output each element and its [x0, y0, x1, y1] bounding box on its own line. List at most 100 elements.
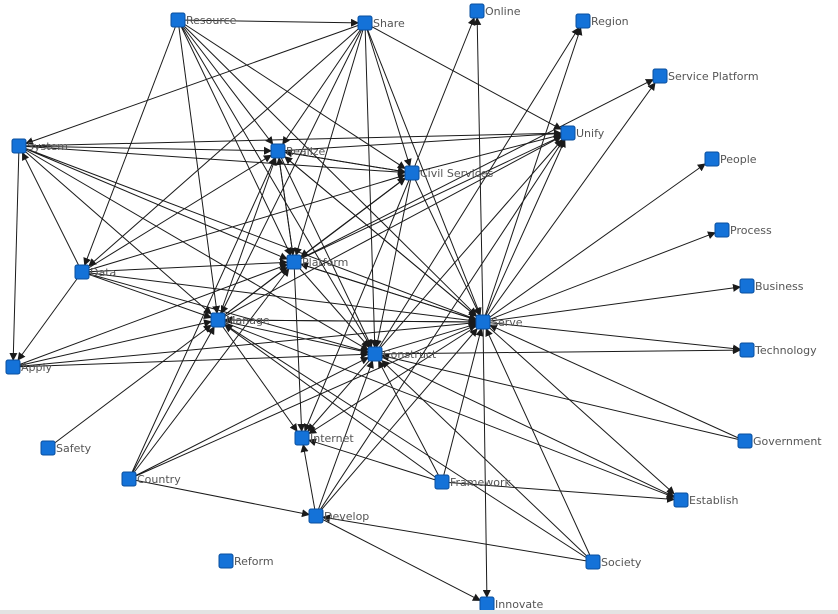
node-box[interactable]	[5, 359, 21, 375]
node-technology[interactable]: Technology	[739, 342, 817, 358]
edge-serve-to-region	[482, 27, 583, 323]
node-box[interactable]	[475, 314, 491, 330]
edge-country-to-platform	[128, 268, 290, 480]
edge-data-to-apply	[17, 271, 83, 361]
node-box[interactable]	[704, 151, 720, 167]
node-label: Service Platform	[668, 70, 759, 83]
node-box[interactable]	[170, 12, 186, 28]
node-online[interactable]: Online	[469, 3, 521, 19]
node-reform[interactable]: Reform	[218, 553, 274, 569]
node-realize[interactable]: Realize	[270, 143, 326, 159]
node-label: Technology	[754, 344, 817, 357]
edge-data-to-realize	[81, 154, 272, 273]
edge-platform-to-realize	[276, 157, 295, 263]
node-box[interactable]	[479, 596, 495, 612]
node-label: Government	[753, 435, 822, 448]
edge-serve-to-technology	[482, 321, 741, 353]
node-region[interactable]: Region	[575, 13, 629, 29]
edge-data-to-platform	[81, 258, 288, 273]
node-framework[interactable]: Framework	[434, 474, 512, 490]
edge-system-to-platform	[18, 145, 288, 261]
node-label: Realize	[286, 145, 326, 158]
node-box[interactable]	[357, 15, 373, 31]
node-system[interactable]: System	[11, 138, 68, 154]
edge-construct-to-serve	[374, 322, 477, 355]
node-resource[interactable]: Resource	[170, 12, 237, 28]
node-box[interactable]	[585, 554, 601, 570]
edge-country-to-realize	[128, 157, 276, 480]
edge-government-to-construct	[381, 353, 746, 442]
node-data[interactable]: Data	[74, 264, 116, 280]
node-people[interactable]: People	[704, 151, 757, 167]
node-box[interactable]	[434, 474, 450, 490]
edge-share-to-serve	[364, 22, 482, 316]
node-box[interactable]	[210, 312, 226, 328]
node-innovate[interactable]: Innovate	[479, 596, 543, 612]
node-internet[interactable]: Internet	[294, 430, 354, 446]
node-box[interactable]	[575, 13, 591, 29]
node-label: Resource	[186, 14, 237, 27]
edge-system-to-serve	[18, 145, 477, 321]
edge-share-to-realize	[282, 22, 366, 145]
node-box[interactable]	[469, 3, 485, 19]
node-government[interactable]: Government	[737, 433, 822, 449]
node-box[interactable]	[286, 254, 302, 270]
node-label: People	[720, 153, 757, 166]
node-box[interactable]	[294, 430, 310, 446]
node-country[interactable]: Country	[121, 471, 181, 487]
edge-platform-to-unify	[293, 135, 562, 263]
edge-resource-to-realize	[177, 19, 274, 145]
node-box[interactable]	[308, 508, 324, 524]
node-box[interactable]	[367, 346, 383, 362]
node-society[interactable]: Society	[585, 554, 642, 570]
edge-civil_services-to-unify	[411, 132, 562, 174]
node-box[interactable]	[121, 471, 137, 487]
node-construct[interactable]: Construct	[367, 346, 437, 362]
node-box[interactable]	[74, 264, 90, 280]
edge-serve-to-process	[482, 231, 716, 323]
node-develop[interactable]: Develop	[308, 508, 369, 524]
edge-manage-to-construct	[217, 319, 369, 355]
edge-society-to-construct	[381, 359, 594, 563]
node-manage[interactable]: Manage	[210, 312, 270, 328]
node-safety[interactable]: Safety	[40, 440, 92, 456]
edge-apply-to-serve	[12, 319, 477, 368]
node-box[interactable]	[11, 138, 27, 154]
node-process[interactable]: Process	[714, 222, 772, 238]
node-civil-services[interactable]: Civil Services	[404, 165, 494, 181]
node-unify[interactable]: Unify	[560, 125, 605, 141]
node-box[interactable]	[673, 492, 689, 508]
edge-data-to-manage	[81, 271, 212, 319]
node-service-platform[interactable]: Service Platform	[652, 68, 759, 84]
node-apply[interactable]: Apply	[5, 359, 53, 375]
edge-apply-to-platform	[12, 263, 288, 368]
edge-develop-to-serve	[315, 328, 478, 517]
bottom-strip	[0, 610, 838, 614]
node-label: Process	[730, 224, 772, 237]
node-share[interactable]: Share	[357, 15, 405, 31]
edge-resource-to-manage	[177, 19, 221, 314]
node-box[interactable]	[714, 222, 730, 238]
node-business[interactable]: Business	[739, 278, 804, 294]
node-box[interactable]	[218, 553, 234, 569]
node-box[interactable]	[270, 143, 286, 159]
edge-civil_services-to-construct	[373, 172, 413, 348]
node-box[interactable]	[739, 278, 755, 294]
node-label: Innovate	[495, 598, 543, 611]
edge-resource-to-share	[177, 18, 359, 27]
node-establish[interactable]: Establish	[673, 492, 739, 508]
node-box[interactable]	[652, 68, 668, 84]
node-box[interactable]	[40, 440, 56, 456]
edge-resource-to-data	[83, 19, 179, 266]
edge-society-to-develop	[322, 514, 594, 563]
node-box[interactable]	[404, 165, 420, 181]
node-platform[interactable]: Platform	[286, 254, 348, 270]
edge-construct-to-establish	[374, 353, 675, 498]
edge-society-to-serve	[485, 328, 594, 563]
node-serve[interactable]: Serve	[475, 314, 523, 330]
node-label: Framework	[450, 476, 512, 489]
node-box[interactable]	[739, 342, 755, 358]
node-box[interactable]	[560, 125, 576, 141]
node-box[interactable]	[737, 433, 753, 449]
